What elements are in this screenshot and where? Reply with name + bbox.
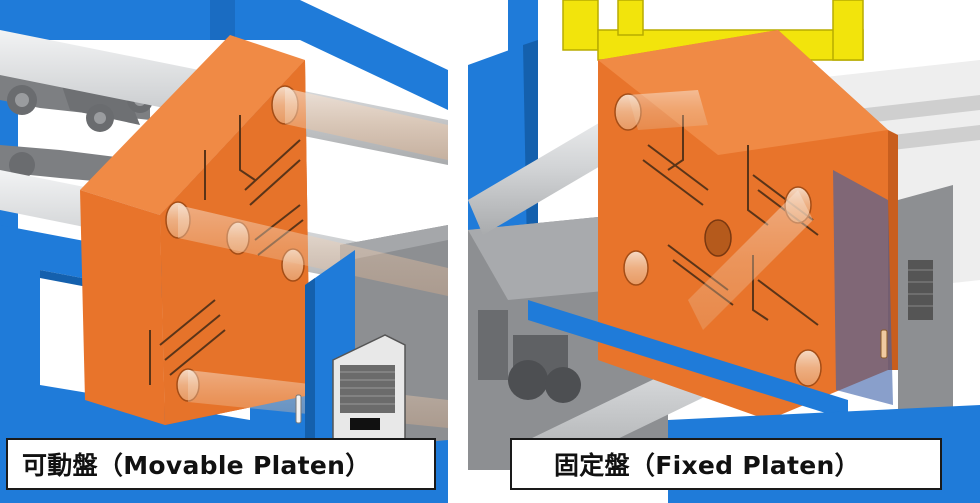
fixed-platen-caption: 固定盤（Fixed Platen） (510, 438, 942, 490)
movable-platen-label: 可動盤（Movable Platen） (22, 451, 371, 480)
blue-frame-top (0, 0, 448, 110)
fixed-platen-label: 固定盤（Fixed Platen） (554, 451, 860, 480)
blue-frame-lower (528, 300, 848, 420)
fixed-platen-illustration (468, 0, 980, 503)
control-box (332, 334, 406, 441)
movable-platen-panel: 可動盤（Movable Platen） (0, 0, 448, 503)
translucent-cover-plate (833, 170, 893, 405)
movable-platen-illustration (0, 0, 448, 503)
movable-platen-caption: 可動盤（Movable Platen） (6, 438, 436, 490)
fixed-platen-panel (468, 0, 980, 503)
toggle-linkage (0, 70, 153, 185)
